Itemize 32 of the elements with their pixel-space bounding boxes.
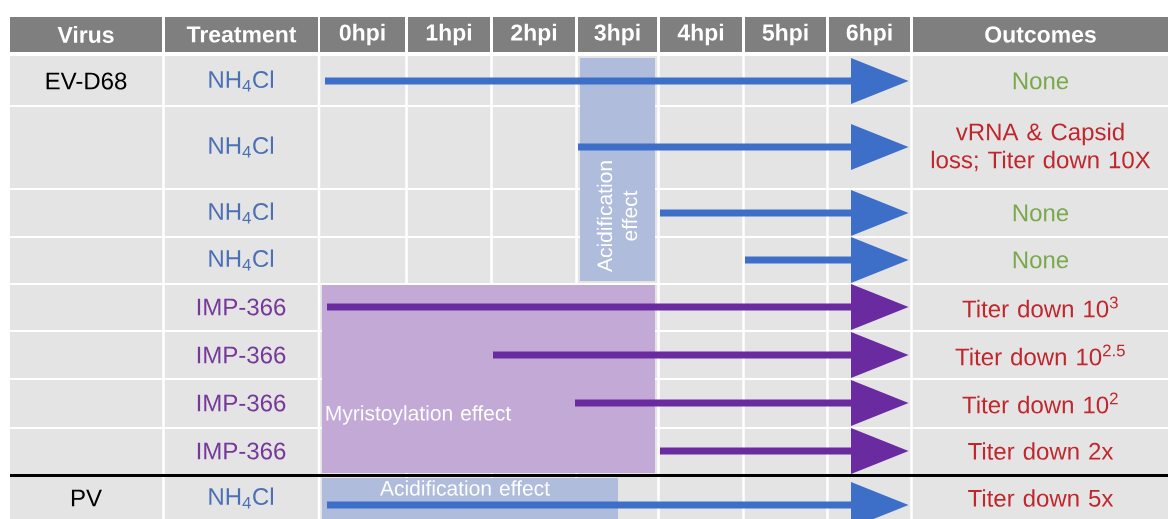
- outcome-text: Titer down 10$^{3}$: [962, 296, 1118, 318]
- column-header: Virus: [10, 17, 162, 52]
- outcome-text: Titer down 5x: [968, 489, 1114, 507]
- treatment-name: IMP-366: [197, 346, 286, 364]
- treatment-name: NH$_{4}$Cl: [209, 249, 273, 271]
- column-header: Treatment: [165, 17, 318, 52]
- column-header: 2hpi: [493, 17, 575, 52]
- column-header: 0hpi: [320, 17, 405, 52]
- outcome-text: Titer down 10$^{2}$: [962, 392, 1118, 414]
- column-header: 1hpi: [408, 17, 490, 52]
- virus-name: EV-D68: [46, 72, 127, 90]
- treatment-name: IMP-366: [197, 298, 286, 316]
- column-header: 6hpi: [829, 17, 910, 52]
- virus-name: PV: [71, 489, 102, 507]
- column-header: 5hpi: [745, 17, 826, 52]
- treatment-name: NH$_{4}$Cl: [209, 136, 273, 158]
- column-header: Outcomes: [913, 17, 1168, 52]
- outcome-text: Titer down 2x: [968, 442, 1114, 460]
- treatment-name: IMP-366: [197, 394, 286, 412]
- treatment-name: NH$_{4}$Cl: [209, 487, 273, 509]
- treatment-name: NH$_{4}$Cl: [209, 70, 273, 92]
- outcome-text: None: [1013, 204, 1069, 222]
- outcome-text: Titer down 10$^{2.5}$: [955, 344, 1125, 366]
- outcome-text: None: [1013, 72, 1069, 90]
- outcome-text: vRNA & Capsid loss; Titer down 10X: [931, 122, 1151, 172]
- effect-band: Acidification effect: [580, 58, 655, 281]
- outcome-text: None: [1013, 251, 1069, 269]
- effect-band: Myristoylation effect: [322, 285, 655, 473]
- column-header: 3hpi: [578, 17, 657, 52]
- treatment-name: NH$_{4}$Cl: [209, 202, 273, 224]
- column-header: 4hpi: [660, 17, 742, 52]
- treatment-name: IMP-366: [197, 442, 286, 460]
